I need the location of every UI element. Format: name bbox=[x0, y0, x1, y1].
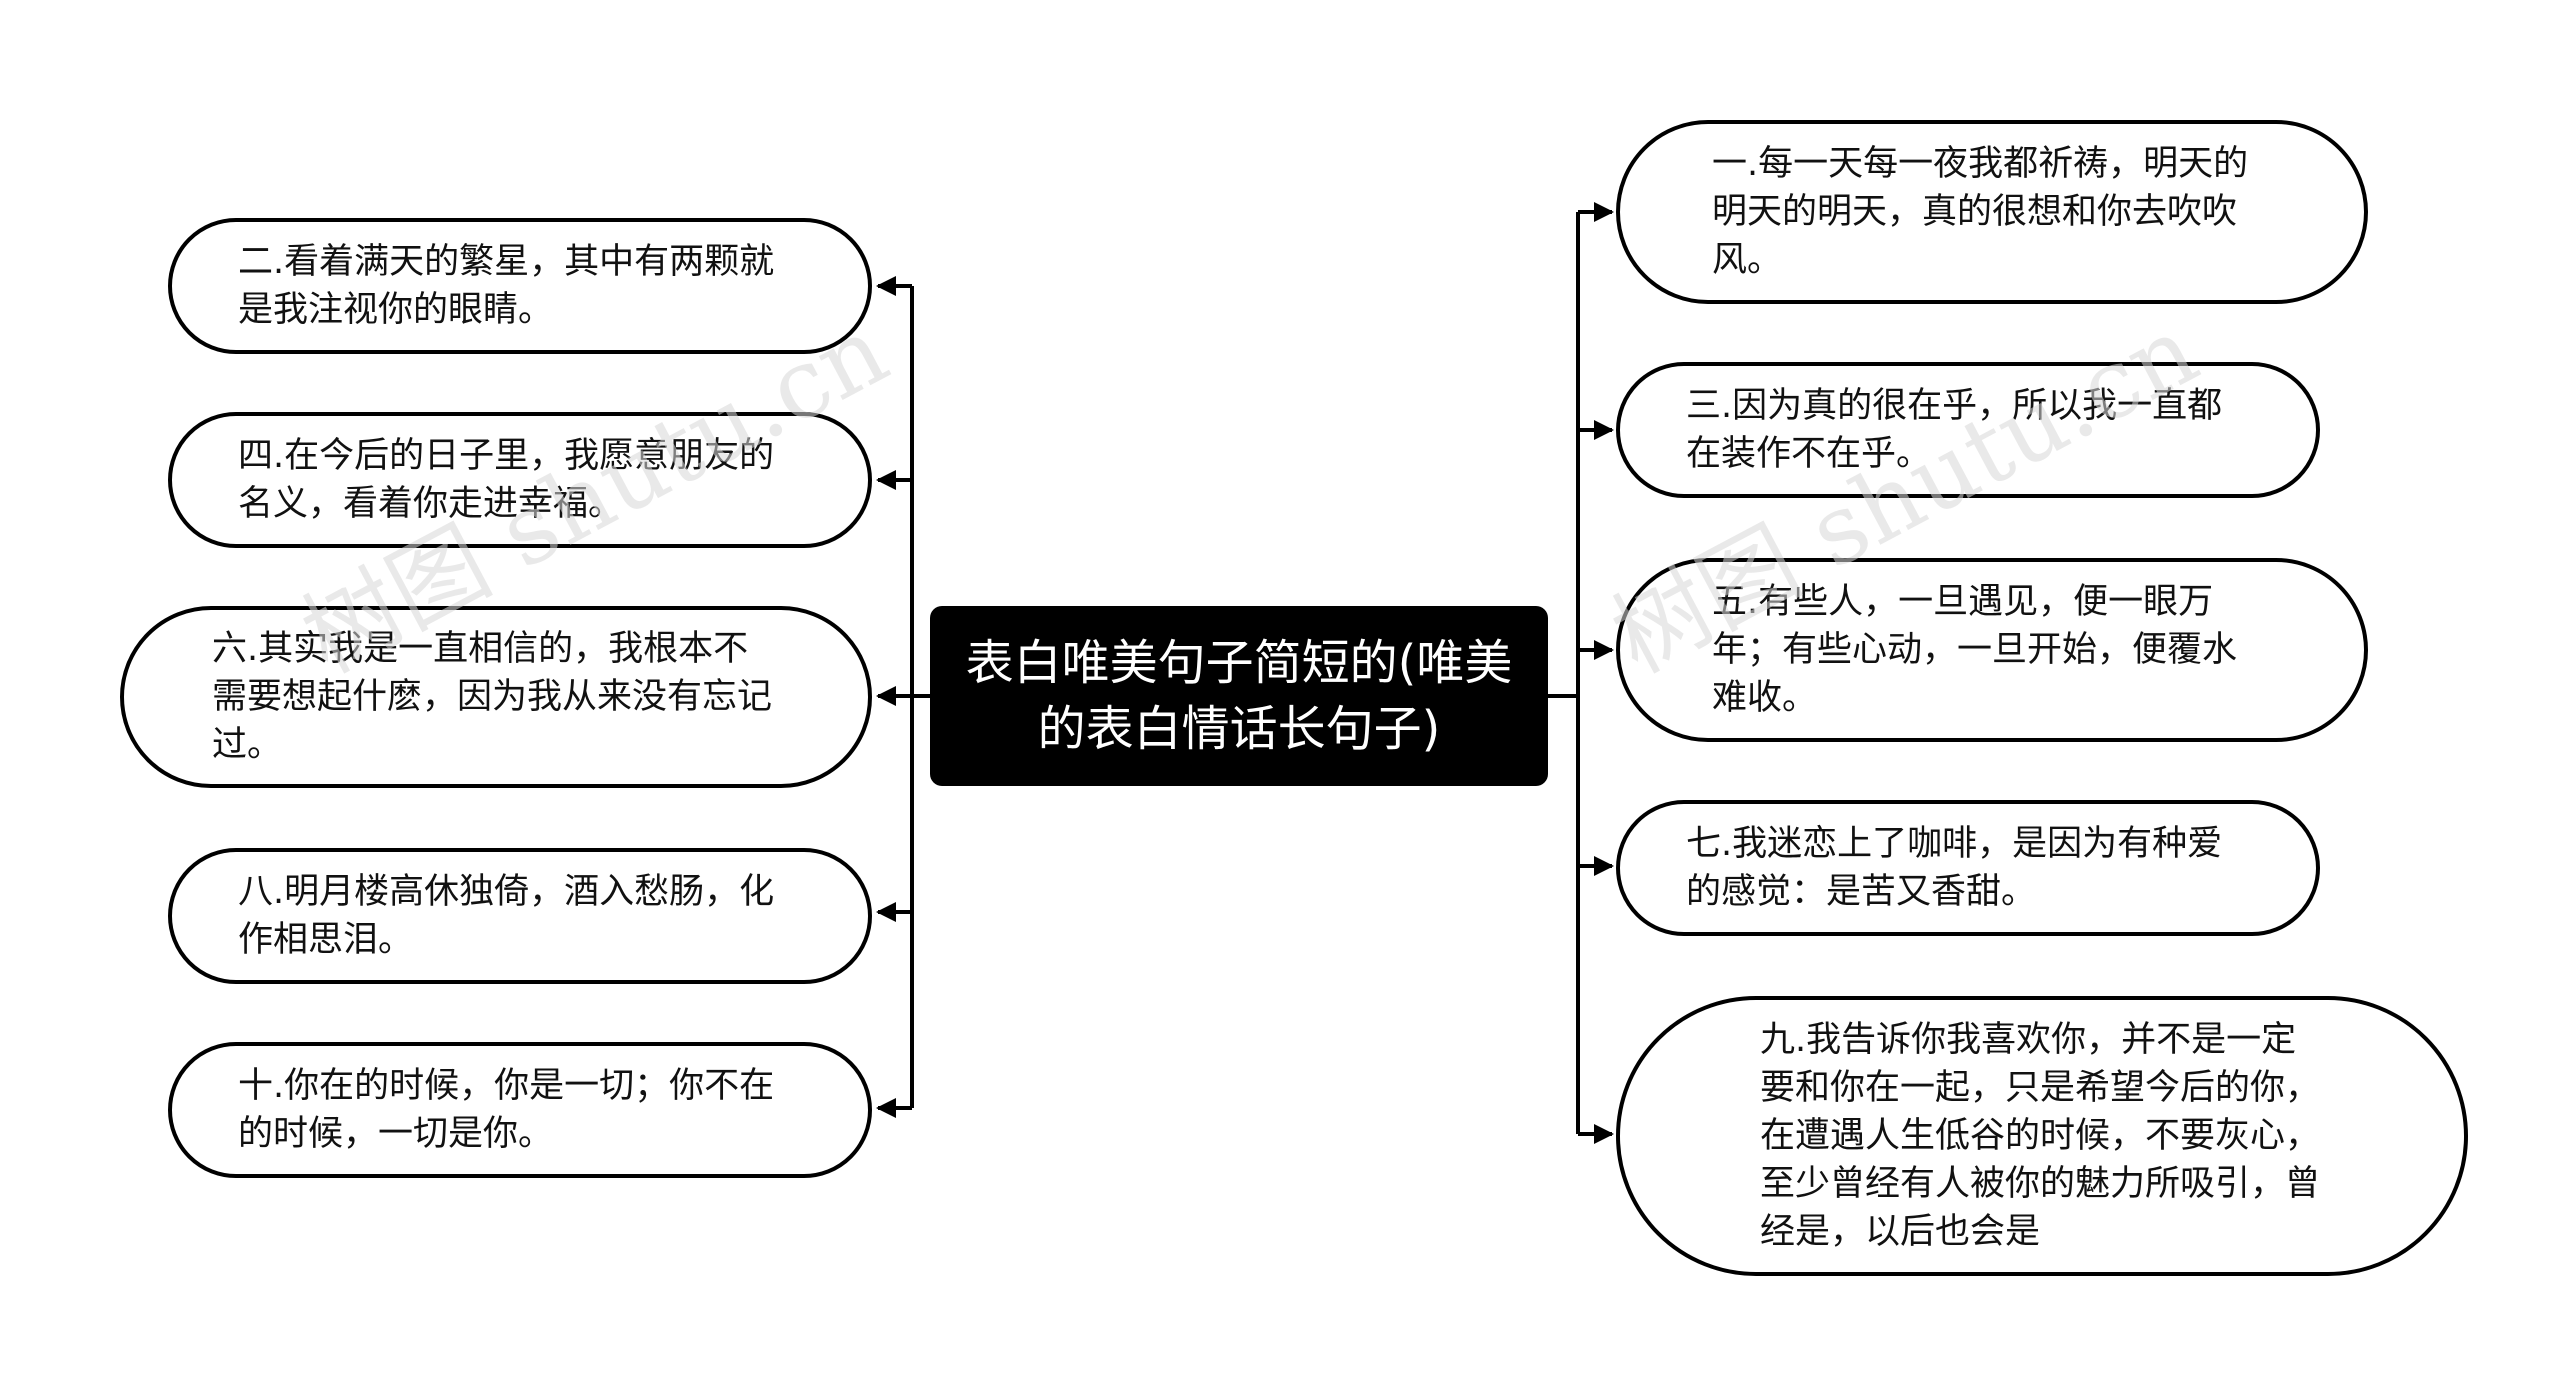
branch-node-6-text: 六.其实我是一直相信的，我根本不需要想起什麽，因为我从来没有忘记过。 bbox=[212, 629, 773, 765]
branch-node-7[interactable]: 七.我迷恋上了咖啡，是因为有种爱的感觉：是苦又香甜。 bbox=[1616, 800, 2320, 936]
branch-node-3[interactable]: 三.因为真的很在乎，所以我一直都在装作不在乎。 bbox=[1616, 362, 2320, 498]
central-topic-label: 表白唯美句子简短的(唯美的表白情话长句子) bbox=[965, 635, 1513, 757]
branch-node-9[interactable]: 九.我告诉你我喜欢你，并不是一定要和你在一起，只是希望今后的你，在遭遇人生低谷的… bbox=[1616, 996, 2468, 1276]
branch-node-10-text: 十.你在的时候，你是一切；你不在的时候，一切是你。 bbox=[238, 1066, 775, 1154]
branch-node-2-text: 二.看着满天的繁星，其中有两颗就是我注视你的眼睛。 bbox=[238, 242, 775, 330]
branch-node-5-text: 五.有些人，一旦遇见，便一眼万年；有些心动，一旦开始，便覆水难收。 bbox=[1712, 582, 2238, 718]
branch-node-6[interactable]: 六.其实我是一直相信的，我根本不需要想起什麽，因为我从来没有忘记过。 bbox=[120, 606, 872, 788]
branch-node-4-text: 四.在今后的日子里，我愿意朋友的名义，看着你走进幸福。 bbox=[238, 436, 775, 524]
branch-node-9-text: 九.我告诉你我喜欢你，并不是一定要和你在一起，只是希望今后的你，在遭遇人生低谷的… bbox=[1760, 1020, 2321, 1252]
branch-node-8[interactable]: 八.明月楼高休独倚，酒入愁肠，化作相思泪。 bbox=[168, 848, 872, 984]
branch-node-4[interactable]: 四.在今后的日子里，我愿意朋友的名义，看着你走进幸福。 bbox=[168, 412, 872, 548]
branch-node-8-text: 八.明月楼高休独倚，酒入愁肠，化作相思泪。 bbox=[238, 872, 775, 960]
branch-node-5[interactable]: 五.有些人，一旦遇见，便一眼万年；有些心动，一旦开始，便覆水难收。 bbox=[1616, 558, 2368, 742]
branch-node-1[interactable]: 一.每一天每一夜我都祈祷，明天的明天的明天，真的很想和你去吹吹风。 bbox=[1616, 120, 2368, 304]
branch-node-1-text: 一.每一天每一夜我都祈祷，明天的明天的明天，真的很想和你去吹吹风。 bbox=[1712, 144, 2249, 280]
branch-node-10[interactable]: 十.你在的时候，你是一切；你不在的时候，一切是你。 bbox=[168, 1042, 872, 1178]
central-topic[interactable]: 表白唯美句子简短的(唯美的表白情话长句子) bbox=[930, 606, 1548, 786]
branch-node-3-text: 三.因为真的很在乎，所以我一直都在装作不在乎。 bbox=[1686, 386, 2223, 474]
branch-node-2[interactable]: 二.看着满天的繁星，其中有两颗就是我注视你的眼睛。 bbox=[168, 218, 872, 354]
branch-node-7-text: 七.我迷恋上了咖啡，是因为有种爱的感觉：是苦又香甜。 bbox=[1686, 824, 2223, 912]
